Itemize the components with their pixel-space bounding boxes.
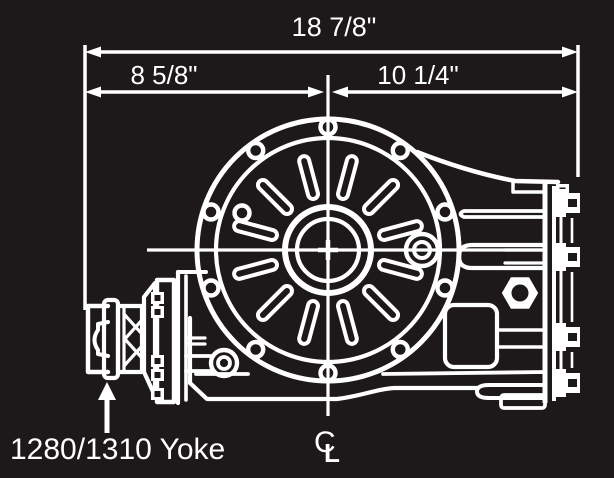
housing-body-right — [414, 149, 561, 400]
overall-width-label: 18 7/8" — [292, 12, 377, 42]
bottom-contour — [187, 315, 547, 410]
yoke-pointer-arrow — [98, 382, 116, 433]
centerline-symbol-l: L — [324, 438, 340, 468]
upper-rib — [458, 209, 547, 219]
left-span-label: 8 5/8" — [130, 60, 197, 90]
hub-inner-circle — [294, 216, 362, 284]
right-span-label: 10 1/4" — [377, 60, 459, 90]
dimension-arrowheads — [85, 46, 578, 98]
flange-bolt-holes — [201, 117, 455, 383]
cover-bolt-right — [403, 231, 441, 269]
side-cover-plate — [442, 302, 500, 370]
yoke-body — [115, 303, 145, 375]
yoke-label: 1280/1310 Yoke — [10, 433, 225, 466]
flange-bottom-tab — [499, 393, 547, 410]
bracket-bolt — [208, 347, 240, 379]
centerline-symbol: C L — [314, 426, 340, 468]
right-flange-bolts — [556, 184, 580, 397]
bracket — [184, 354, 214, 373]
boss-upper — [456, 242, 548, 271]
top-contour — [414, 149, 561, 185]
boss-lower — [475, 383, 547, 400]
companion-flange-bolts — [151, 292, 164, 400]
top-step — [511, 180, 547, 194]
hex-plug — [501, 277, 539, 309]
yoke-end-outline — [85, 303, 111, 375]
yoke-assembly — [85, 269, 214, 406]
yoke-end-notch — [92, 320, 110, 358]
right-flange — [542, 183, 574, 403]
centerline-symbol-c: C — [314, 426, 336, 459]
cover-ribs — [232, 154, 424, 346]
inner-bolt-hole — [232, 203, 252, 223]
yoke-flange-ring — [101, 297, 121, 381]
cover-neck — [495, 328, 547, 349]
hub-outer-circle — [282, 204, 374, 296]
